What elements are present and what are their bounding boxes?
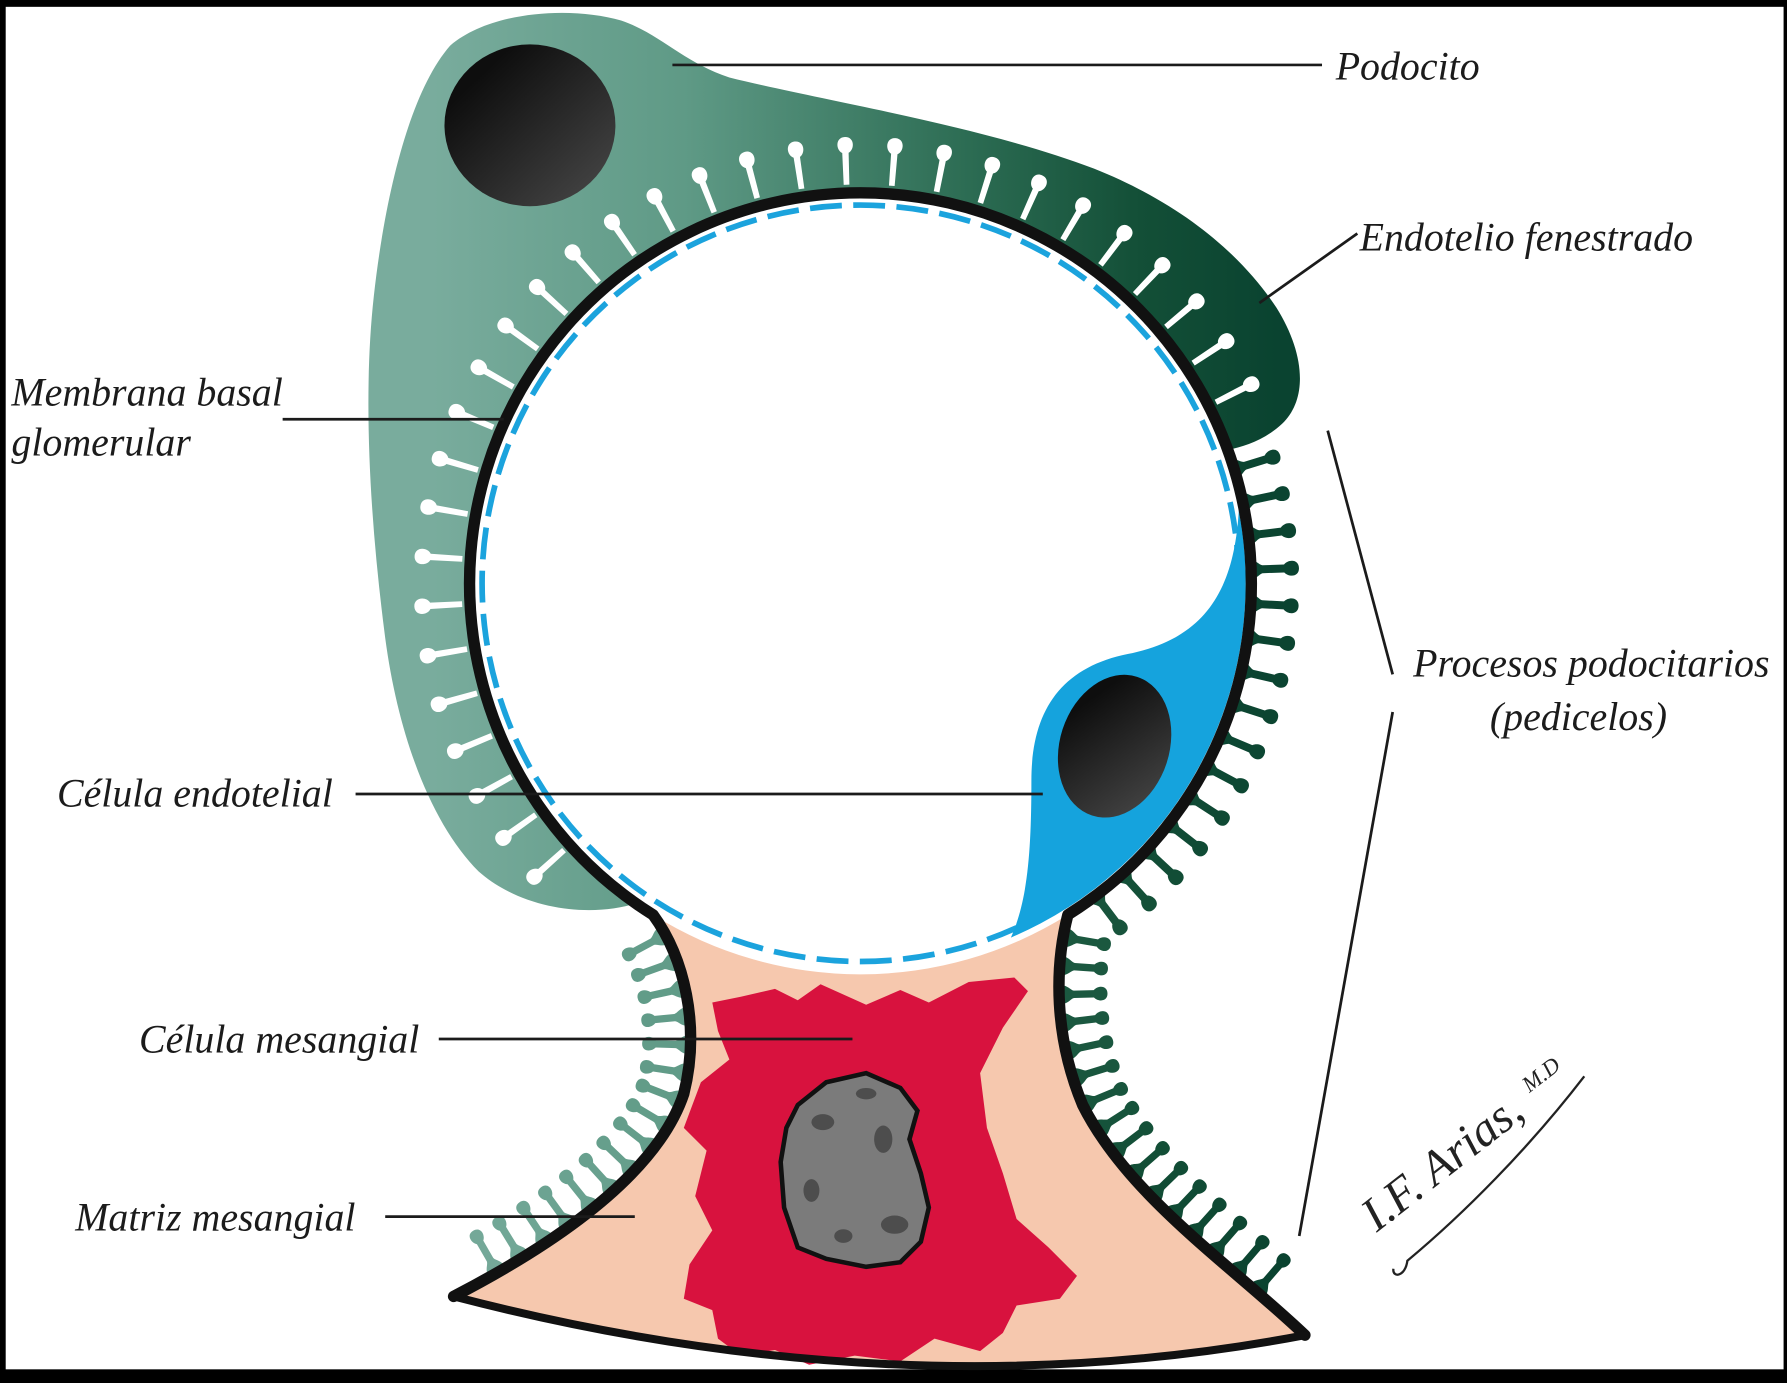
label-celula-endotelial: Célula endotelial	[57, 771, 333, 816]
label-podocito: Podocito	[1335, 44, 1480, 89]
label-procesos-podocitarios: Procesos podocitarios	[1412, 641, 1769, 686]
label-matriz-mesangial: Matriz mesangial	[74, 1194, 355, 1239]
label-pedicelos: (pedicelos)	[1490, 694, 1667, 739]
mesangial-nucleus	[781, 1073, 929, 1267]
label-celula-mesangial: Célula mesangial	[139, 1017, 419, 1062]
label-membrana-basal-line2: glomerular	[11, 420, 191, 465]
label-membrana-basal-line1: Membrana basal	[10, 370, 282, 415]
label-endotelio-fenestrado: Endotelio fenestrado	[1359, 215, 1693, 260]
podocyte-nucleus	[444, 44, 615, 206]
